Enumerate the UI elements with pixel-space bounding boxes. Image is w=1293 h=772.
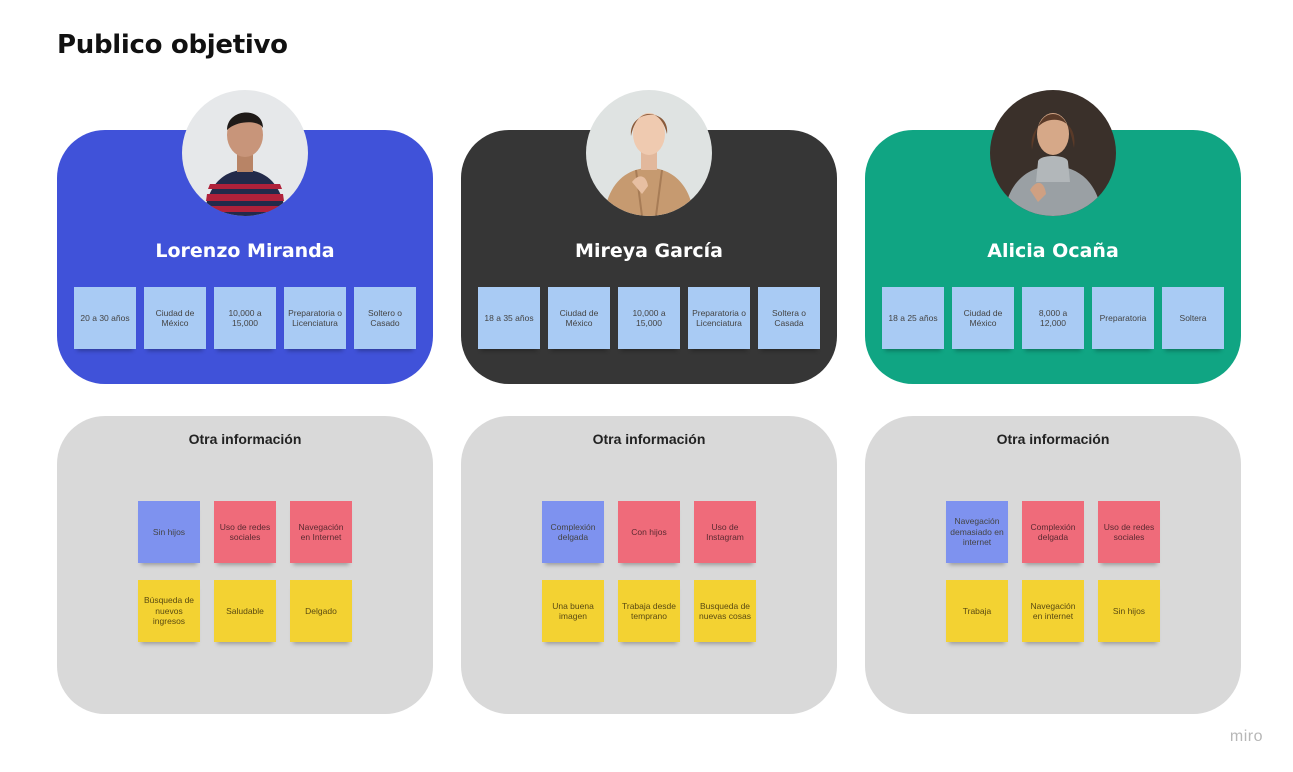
sticky-note[interactable]: Con hijos [618,501,680,563]
sticky-note[interactable]: Sin hijos [138,501,200,563]
sticky-note[interactable]: Trabaja desde temprano [618,580,680,642]
persona-card-alicia[interactable]: Alicia Ocaña 18 a 25 años Ciudad de Méxi… [865,90,1241,384]
sticky-note[interactable]: Saludable [214,580,276,642]
sticky-note[interactable]: Uso de redes sociales [1098,501,1160,563]
other-info-card-mireya[interactable]: Otra información Complexión delgada Con … [461,416,837,714]
persona-attributes: 18 a 25 años Ciudad de México 8,000 a 12… [865,287,1241,349]
sticky-note-marital-status[interactable]: Soltera [1162,287,1224,349]
persona-photo-image [182,90,308,216]
sticky-note[interactable]: Búsqueda de nuevos ingresos [138,580,200,642]
other-info-card-lorenzo[interactable]: Otra información Sin hijos Uso de redes … [57,416,433,714]
persona-photo-image [990,90,1116,216]
persona-card-lorenzo[interactable]: Lorenzo Miranda 20 a 30 años Ciudad de M… [57,90,433,384]
sticky-note[interactable]: Sin hijos [1098,580,1160,642]
sticky-note-education[interactable]: Preparatoria [1092,287,1154,349]
sticky-note[interactable]: Complexión delgada [1022,501,1084,563]
sticky-note-location[interactable]: Ciudad de México [548,287,610,349]
sticky-note-location[interactable]: Ciudad de México [952,287,1014,349]
sticky-notes-grid: Sin hijos Uso de redes sociales Navegaci… [138,501,352,642]
sticky-note-location[interactable]: Ciudad de México [144,287,206,349]
sticky-notes-grid: Complexión delgada Con hijos Uso de Inst… [542,501,756,642]
sticky-note-age[interactable]: 18 a 25 años [882,287,944,349]
sticky-note[interactable]: Uso de Instagram [694,501,756,563]
other-info-title: Otra información [592,431,706,447]
sticky-note-marital-status[interactable]: Soltera o Casada [758,287,820,349]
sticky-note[interactable]: Navegación demasiado en internet [946,501,1008,563]
avatar [990,90,1116,216]
avatar [586,90,712,216]
other-info-title: Otra información [188,431,302,447]
miro-logo: miro [1229,728,1263,745]
persona-card-mireya[interactable]: Mireya García 18 a 35 años Ciudad de Méx… [461,90,837,384]
sticky-notes-grid: Navegación demasiado en internet Complex… [946,501,1160,642]
persona-attributes: 18 a 35 años Ciudad de México 10,000 a 1… [461,287,837,349]
sticky-note[interactable]: Trabaja [946,580,1008,642]
page-title: Publico objetivo [57,30,288,60]
sticky-note-age[interactable]: 20 a 30 años [74,287,136,349]
sticky-note-education[interactable]: Preparatoria o Licenciatura [284,287,346,349]
sticky-note-income[interactable]: 8,000 a 12,000 [1022,287,1084,349]
sticky-note-education[interactable]: Preparatoria o Licenciatura [688,287,750,349]
sticky-note-income[interactable]: 10,000 a 15,000 [214,287,276,349]
sticky-note[interactable]: Navegación en internet [1022,580,1084,642]
persona-attributes: 20 a 30 años Ciudad de México 10,000 a 1… [57,287,433,349]
persona-name: Alicia Ocaña [987,240,1119,262]
other-info-title: Otra información [996,431,1110,447]
avatar [182,90,308,216]
sticky-note-age[interactable]: 18 a 35 años [478,287,540,349]
other-info-card-alicia[interactable]: Otra información Navegación demasiado en… [865,416,1241,714]
sticky-note[interactable]: Delgado [290,580,352,642]
sticky-note[interactable]: Uso de redes sociales [214,501,276,563]
sticky-note[interactable]: Navegación en Internet [290,501,352,563]
persona-name: Mireya García [575,240,723,262]
persona-photo-image [586,90,712,216]
sticky-note[interactable]: Complexión delgada [542,501,604,563]
sticky-note[interactable]: Una buena imagen [542,580,604,642]
persona-name: Lorenzo Miranda [155,240,335,262]
sticky-note[interactable]: Busqueda de nuevas cosas [694,580,756,642]
sticky-note-income[interactable]: 10,000 a 15,000 [618,287,680,349]
sticky-note-marital-status[interactable]: Soltero o Casado [354,287,416,349]
